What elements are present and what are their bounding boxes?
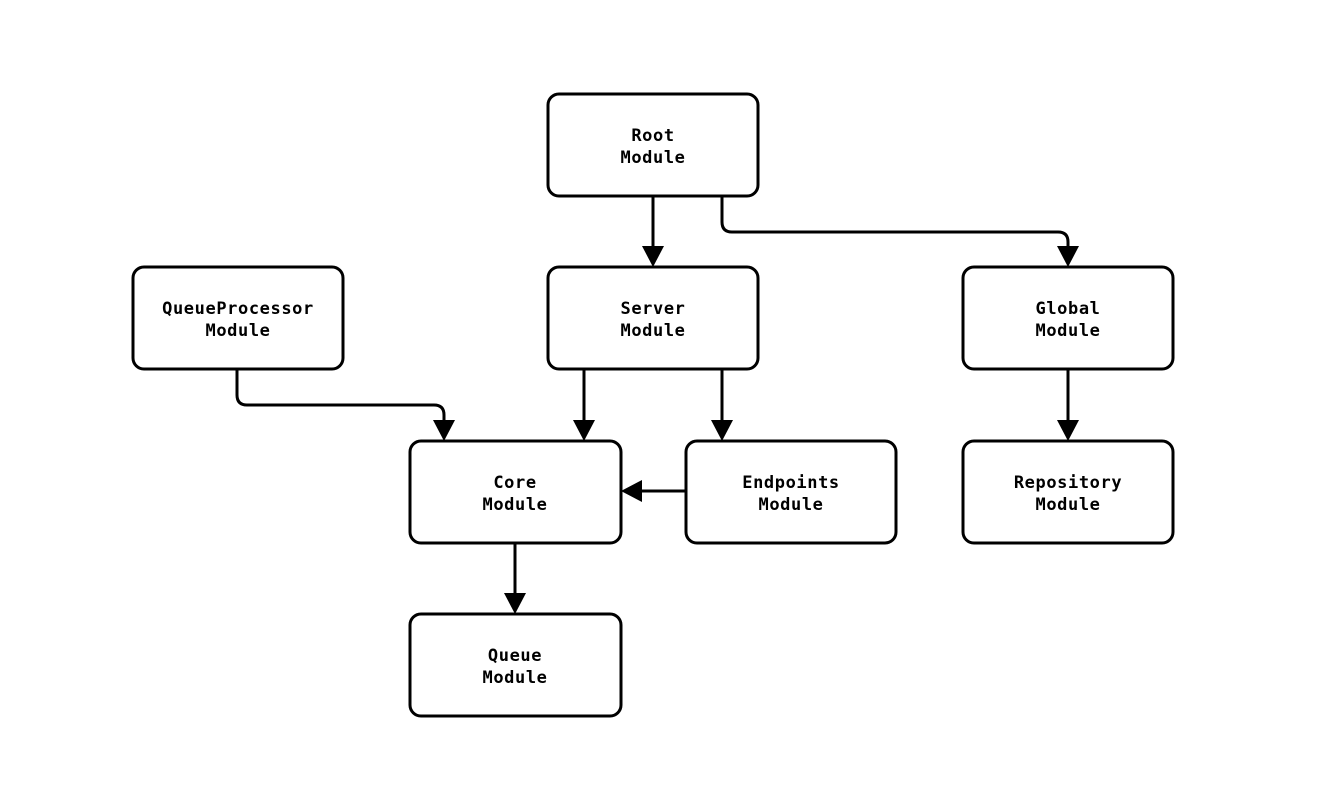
node-repository-module[interactable]: Repository Module (961, 439, 1175, 545)
node-root-module[interactable]: Root Module (546, 92, 760, 198)
node-global-module-label-line1: Global (1035, 299, 1100, 319)
node-queue-module-label-line1: Queue (488, 646, 542, 666)
node-queue-module-label-line2: Module (482, 668, 547, 688)
node-global-module-label-line2: Module (1035, 321, 1100, 341)
edge-server-to-core (573, 369, 595, 441)
node-global-module-box[interactable] (961, 265, 1175, 371)
node-repository-module-label-line1: Repository (1014, 473, 1122, 493)
node-core-module-label-line1: Core (493, 473, 536, 493)
node-endpoints-module-box[interactable] (684, 439, 898, 545)
node-server-module-label-line1: Server (620, 299, 685, 319)
node-queue-module[interactable]: Queue Module (408, 612, 623, 718)
edge-server-to-core-arrowhead (573, 420, 595, 441)
edge-core-to-queue (504, 543, 526, 614)
edge-global-to-repository-arrowhead (1057, 420, 1079, 441)
node-queueprocessor-module-box[interactable] (131, 265, 345, 371)
edge-root-to-global-line (720, 196, 1070, 252)
node-server-module[interactable]: Server Module (546, 265, 760, 371)
node-global-module[interactable]: Global Module (961, 265, 1175, 371)
node-repository-module-label-line2: Module (1035, 495, 1100, 515)
node-repository-module-box[interactable] (961, 439, 1175, 545)
node-root-module-box[interactable] (546, 92, 760, 198)
node-root-module-label-line2: Module (620, 148, 685, 168)
edge-server-to-endpoints (711, 369, 733, 441)
node-server-module-label-line2: Module (620, 321, 685, 341)
edge-endpoints-to-core (621, 480, 686, 502)
node-queueprocessor-module-label-line1: QueueProcessor (162, 299, 314, 319)
node-endpoints-module-label-line2: Module (758, 495, 823, 515)
node-queue-module-box[interactable] (408, 612, 623, 718)
edge-layer (235, 196, 1079, 614)
edge-core-to-queue-arrowhead (504, 593, 526, 614)
node-root-module-label-line1: Root (631, 126, 674, 146)
node-core-module-box[interactable] (408, 439, 623, 545)
node-core-module-label-line2: Module (482, 495, 547, 515)
edge-root-to-global (720, 196, 1079, 267)
edge-global-to-repository (1057, 369, 1079, 441)
edge-root-to-server-arrowhead (642, 246, 664, 267)
node-queueprocessor-module[interactable]: QueueProcessor Module (131, 265, 345, 371)
edge-root-to-server (642, 196, 664, 267)
node-server-module-box[interactable] (546, 265, 760, 371)
node-core-module[interactable]: Core Module (408, 439, 623, 545)
node-layer: Root Module QueueProcessor Module Server… (131, 92, 1175, 718)
edge-root-to-global-arrowhead (1057, 246, 1079, 267)
node-queueprocessor-module-label-line2: Module (205, 321, 270, 341)
edge-queueprocessor-to-core (235, 369, 455, 441)
edge-queueprocessor-to-core-arrowhead (433, 420, 455, 441)
edge-endpoints-to-core-arrowhead (621, 480, 642, 502)
edge-server-to-endpoints-arrowhead (711, 420, 733, 441)
edge-queueprocessor-to-core-line (235, 369, 446, 426)
node-endpoints-module-label-line1: Endpoints (742, 473, 840, 493)
node-endpoints-module[interactable]: Endpoints Module (684, 439, 898, 545)
